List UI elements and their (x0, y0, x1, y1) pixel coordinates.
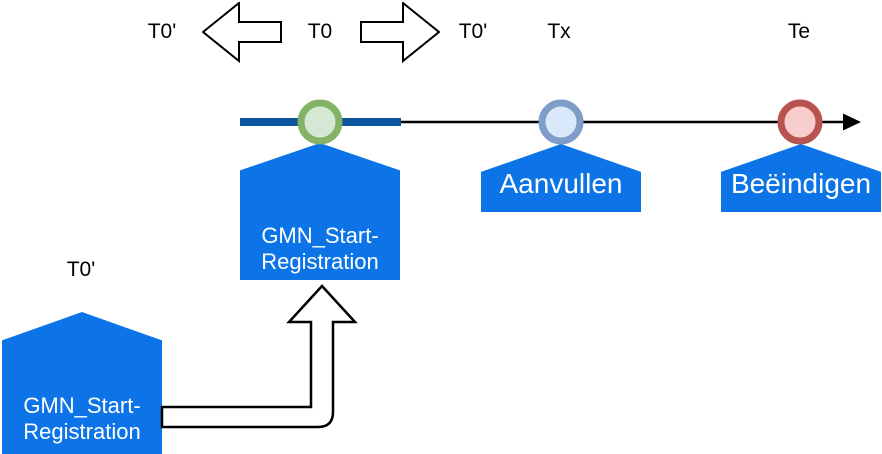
event-label-line1: GMN_Start- (261, 223, 379, 248)
event-label-line2: Registration (261, 249, 379, 274)
event-shape-gmn-start-registration: GMN_Start- Registration (240, 143, 400, 280)
event-label-line1: GMN_Start- (23, 393, 141, 418)
timeline-arrowhead-icon (843, 113, 861, 131)
event-shape-gmn-start-registration-past: GMN_Start- Registration (2, 312, 162, 454)
event-label: Aanvullen (499, 168, 623, 199)
t0-prime-left-label: T0' (147, 20, 177, 43)
start-marker (297, 99, 343, 145)
aanvullen-marker (538, 99, 584, 145)
tx-label: Tx (547, 20, 571, 43)
t0-label: T0 (307, 20, 333, 43)
right-block-arrow-icon (360, 2, 440, 64)
event-label: Beëindigen (730, 168, 872, 199)
t0-prime-past-label: T0' (66, 258, 96, 281)
beeindigen-marker (777, 99, 823, 145)
bent-arrow-icon (160, 284, 358, 429)
te-label: Te (787, 20, 811, 43)
left-block-arrow-icon (202, 2, 282, 64)
event-label-line2: Registration (23, 419, 141, 444)
t0-prime-right-label: T0' (458, 20, 488, 43)
